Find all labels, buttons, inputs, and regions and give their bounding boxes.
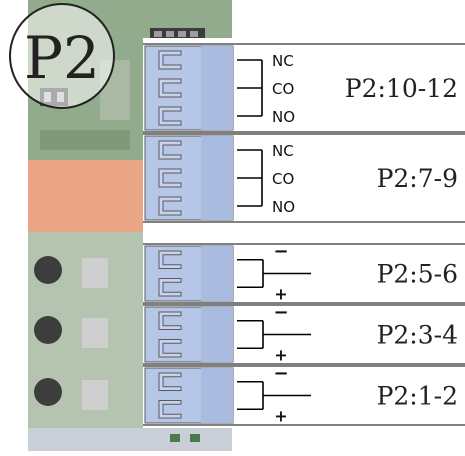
connector-p2-10-12: NC CO NO P2:10-12 bbox=[143, 43, 465, 133]
terminal-screw bbox=[158, 50, 182, 70]
connector-name: P2:10-12 bbox=[345, 74, 458, 103]
terminal-screw bbox=[158, 399, 182, 419]
terminal-screw bbox=[158, 311, 182, 331]
terminal-screw bbox=[158, 196, 182, 216]
pin-label-plus: + bbox=[274, 284, 287, 303]
terminal-block-ridge bbox=[201, 46, 233, 130]
terminal-screw bbox=[158, 78, 182, 98]
connectors: NCCONOP2:10-12NCCONOP2:7-9−+P2:5-6−+P2:3… bbox=[143, 43, 465, 426]
connector-name: P2:5-6 bbox=[377, 260, 458, 289]
terminal-screw bbox=[158, 140, 182, 160]
connector-p2-5-6: − + P2:5-6 bbox=[143, 241, 465, 304]
connector-p2-7-9: NC CO NO P2:7-9 bbox=[143, 133, 465, 223]
pin-label-no: NO bbox=[272, 198, 295, 216]
terminal-block-ridge bbox=[201, 246, 233, 301]
connector-badge: P2 bbox=[9, 3, 115, 109]
connector-p2-3-4: − + P2:3-4 bbox=[143, 302, 465, 365]
terminal-screw bbox=[158, 338, 182, 358]
terminal-block-ridge bbox=[201, 368, 233, 423]
pin-label-no: NO bbox=[272, 108, 295, 126]
terminal-screw bbox=[158, 372, 182, 392]
terminal-screw bbox=[158, 277, 182, 297]
pin-label-plus: + bbox=[274, 345, 287, 364]
terminal-block-ridge bbox=[201, 307, 233, 362]
relay-component bbox=[28, 160, 143, 232]
terminal-screw bbox=[158, 250, 182, 270]
pin-label-minus: − bbox=[273, 302, 288, 323]
terminal-block-ridge bbox=[201, 136, 233, 220]
pin-label-co: CO bbox=[272, 170, 294, 188]
pin-label-minus: − bbox=[273, 363, 288, 384]
pin-label-plus: + bbox=[274, 406, 287, 425]
terminal-screw bbox=[158, 168, 182, 188]
badge-label: P2 bbox=[24, 24, 100, 92]
pin-label-co: CO bbox=[272, 80, 294, 98]
connector-name: P2:1-2 bbox=[377, 382, 458, 411]
connector-p2-1-2: − + P2:1-2 bbox=[143, 363, 465, 426]
connector-name: P2:3-4 bbox=[377, 321, 458, 350]
pin-label-nc: NC bbox=[272, 142, 294, 160]
connector-name: P2:7-9 bbox=[377, 164, 458, 193]
terminal-screw bbox=[158, 106, 182, 126]
pin-label-nc: NC bbox=[272, 52, 294, 70]
pin-label-minus: − bbox=[273, 241, 288, 262]
